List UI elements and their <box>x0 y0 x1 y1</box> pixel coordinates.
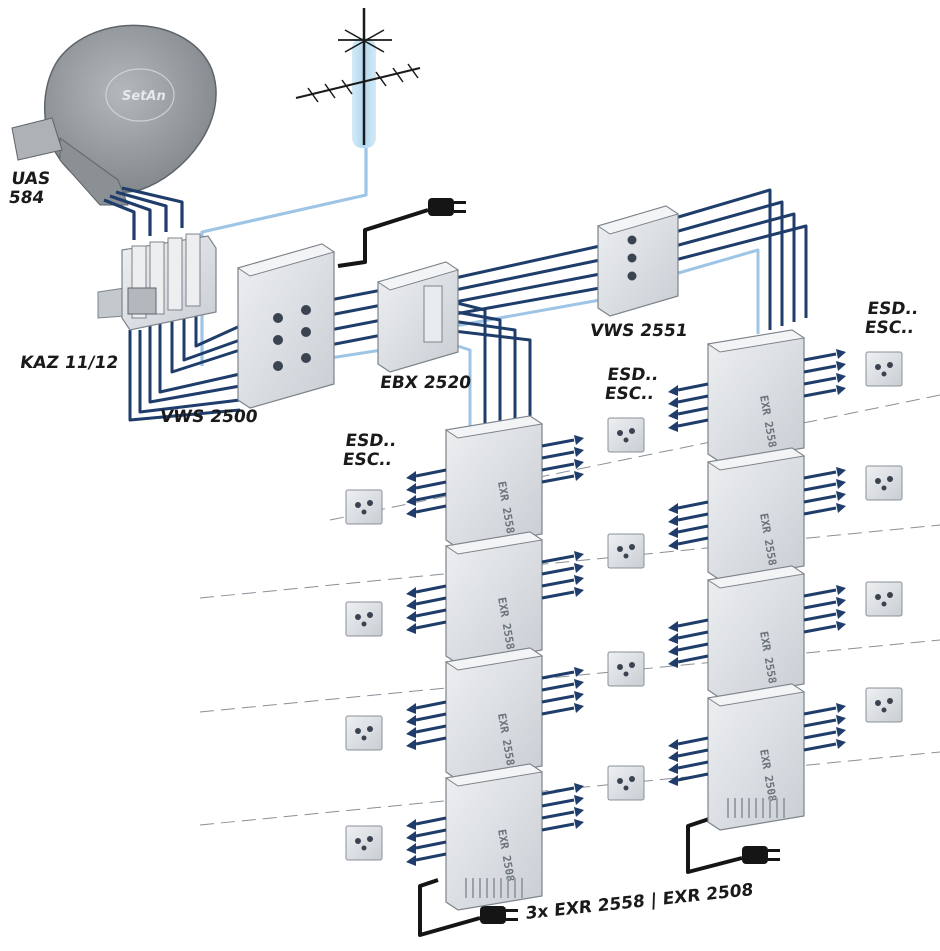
exr-multiswitch: EXR 2558 <box>668 565 846 699</box>
coax-cables <box>103 148 808 937</box>
wall-outlet-icon <box>345 825 383 861</box>
label-ebx-2520: EBX 2520 <box>378 373 473 393</box>
wall-outlet-icon <box>345 489 383 525</box>
label-kaz: KAZ 11/12 <box>18 353 120 373</box>
exr-multiswitch: EXR 2558 <box>406 531 584 665</box>
exr-multiswitch: EXR 2558 <box>668 329 846 463</box>
exr-multiswitch: EXR 2508 <box>406 763 584 911</box>
label-uas-584: UAS 584 <box>7 169 52 208</box>
wall-outlet-icon <box>607 651 645 687</box>
exr-multiswitch: EXR 2558 <box>668 447 846 581</box>
power-plug-icon <box>480 906 518 924</box>
terrestrial-antenna <box>295 8 421 148</box>
vws-2500-device <box>236 243 336 409</box>
power-plug-icon <box>428 198 466 216</box>
wall-outlet-icon <box>345 601 383 637</box>
wall-outlet-icon <box>345 715 383 751</box>
wall-outlet-icon <box>865 687 903 723</box>
dish-logo: SetAn <box>122 89 166 104</box>
exr-multiswitch: EXR 2558 <box>406 415 584 549</box>
wall-outlet-icon <box>865 581 903 617</box>
wall-outlet-icon <box>865 465 903 501</box>
wall-outlet-icon <box>607 765 645 801</box>
label-vws-2551: VWS 2551 <box>588 321 689 341</box>
wall-outlet-icon <box>607 417 645 453</box>
label-outlets-left: ESD.. ESC.. <box>341 431 398 470</box>
power-plug-icon <box>742 846 780 864</box>
exr-multiswitch: EXR 2558 <box>406 647 584 781</box>
floor-separator-lines <box>199 394 940 826</box>
label-vws-2500: VWS 2500 <box>158 407 259 427</box>
kaz-converter <box>97 233 217 331</box>
ebx-2520-device <box>376 261 460 373</box>
label-outlets-right: ESD.. ESC.. <box>863 299 920 338</box>
wall-outlet-icon <box>865 351 903 387</box>
wall-outlet-icon <box>607 533 645 569</box>
label-outlets-middle: ESD.. ESC.. <box>603 365 660 404</box>
satellite-dish: SetAn <box>11 24 217 206</box>
wall-outlets <box>345 351 903 861</box>
power-plugs <box>428 198 780 924</box>
vws-2551-device <box>596 205 680 317</box>
exr-multiswitch: EXR 2508 <box>668 683 846 831</box>
